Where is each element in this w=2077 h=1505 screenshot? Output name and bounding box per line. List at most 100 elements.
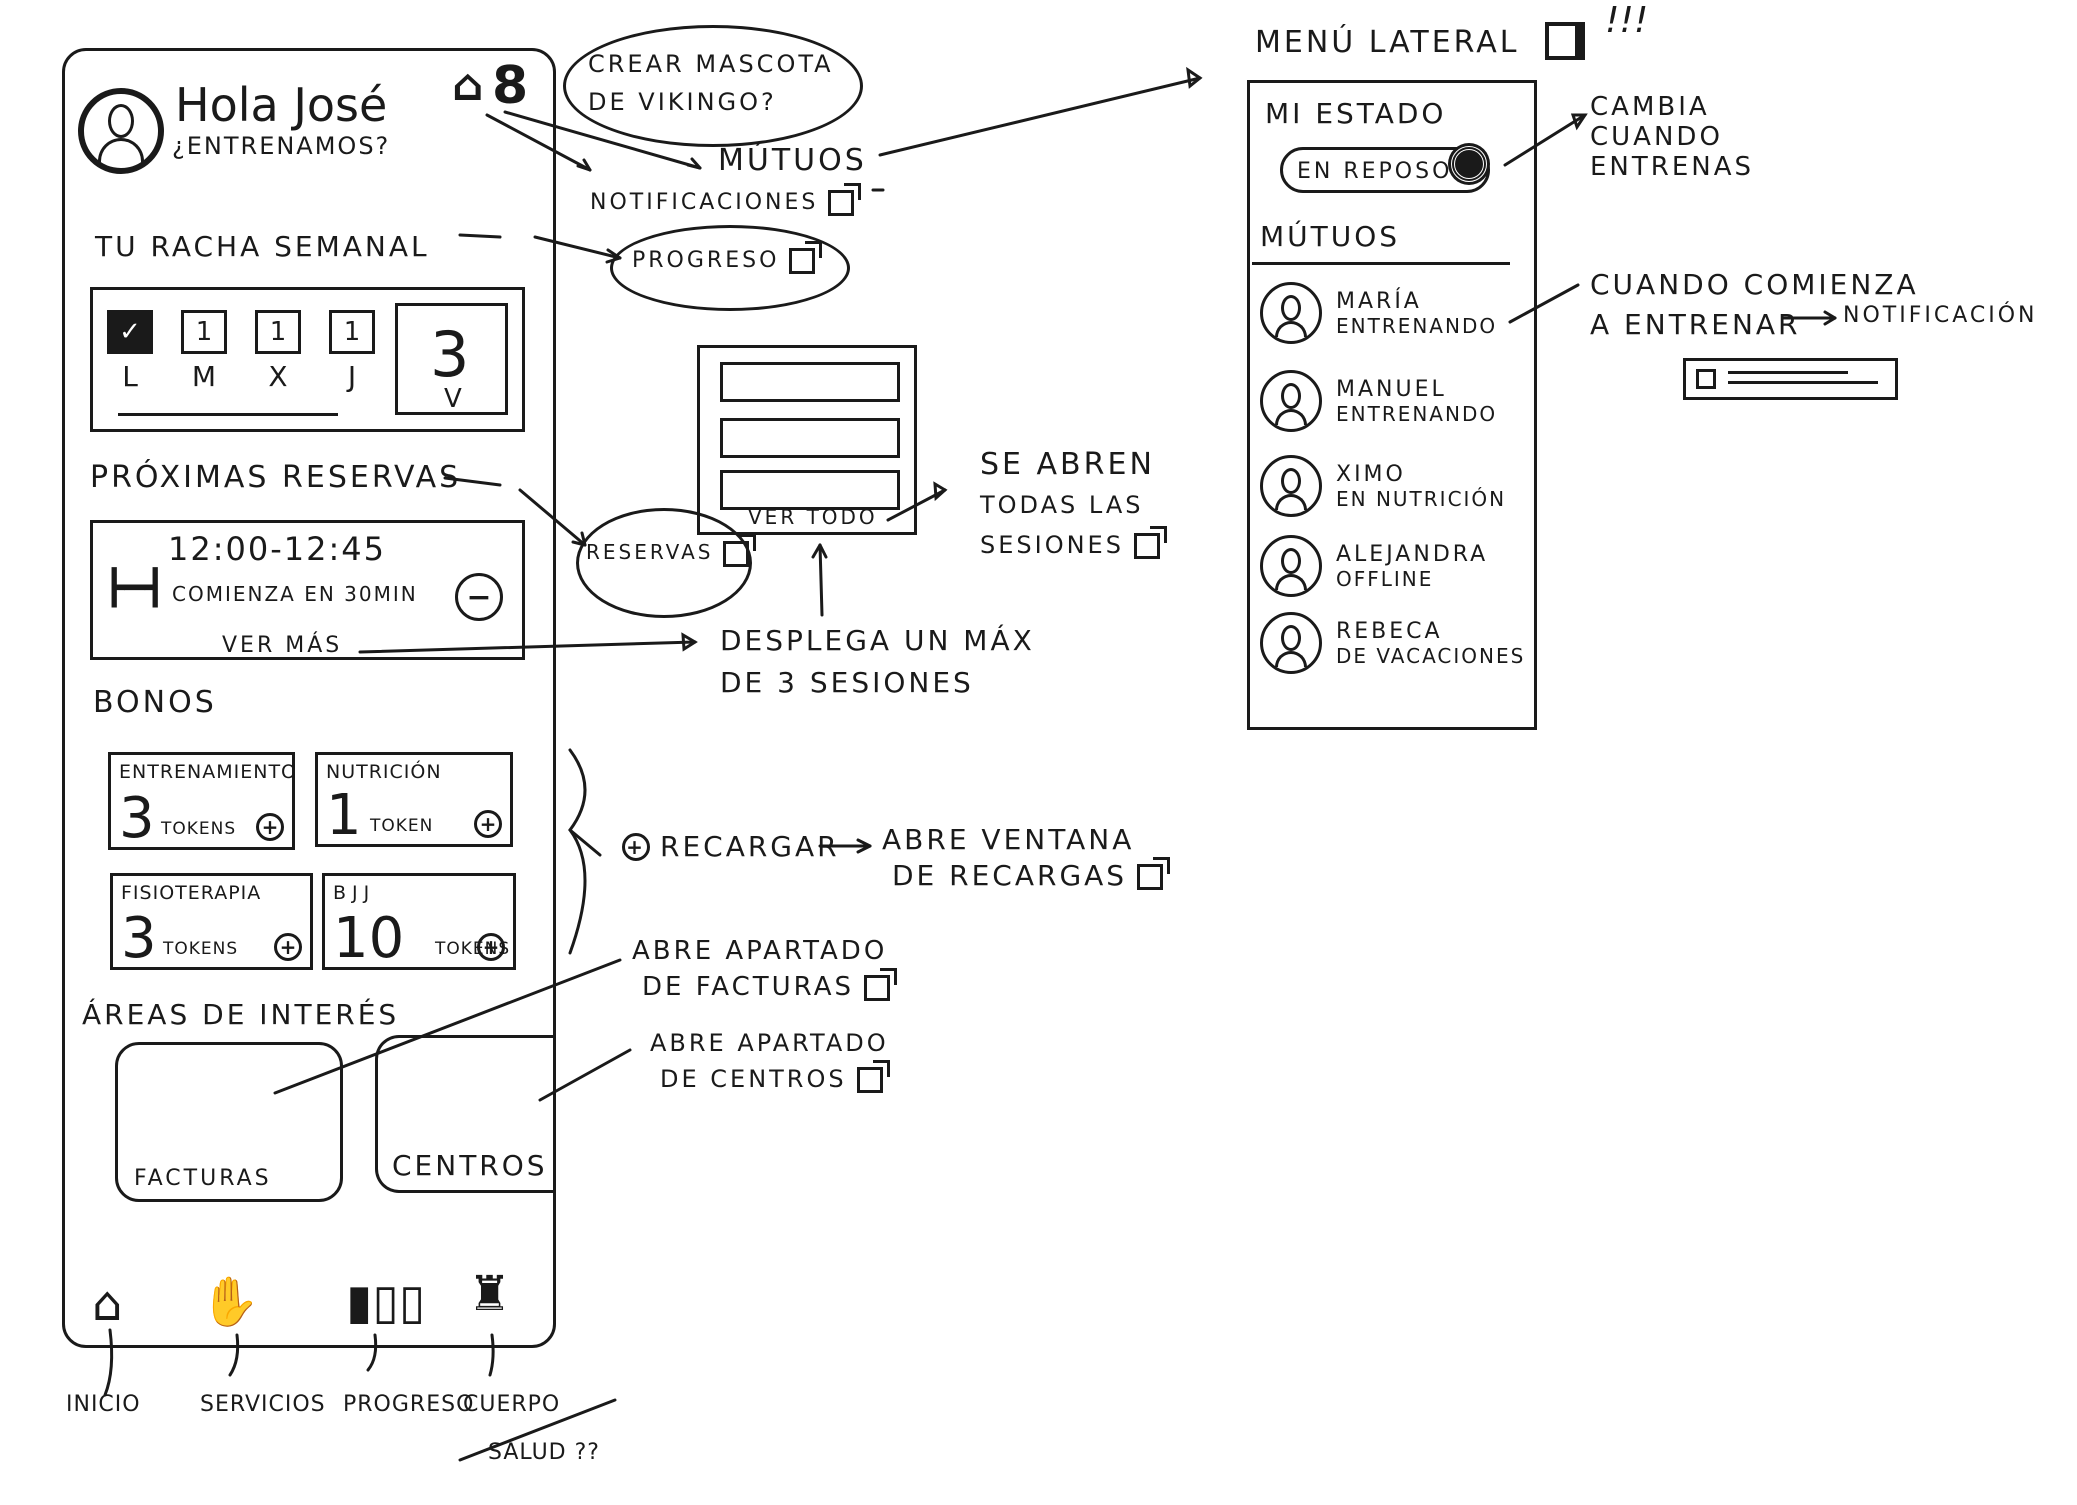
- mutuos-note: MÚTUOS: [718, 143, 867, 178]
- contact-name: ALEJANDRA: [1336, 541, 1489, 567]
- progreso-note-bubble: [610, 225, 850, 311]
- area-card-centros[interactable]: CENTROS: [375, 1035, 556, 1193]
- ver-todo-link[interactable]: VER TODO: [748, 505, 878, 529]
- contact-status: ENTRENANDO: [1336, 313, 1498, 338]
- state-knob: [1451, 146, 1487, 182]
- session-row: [720, 418, 900, 458]
- mutuos-title: MÚTUOS: [1260, 220, 1401, 253]
- reservation-card[interactable]: [90, 520, 525, 660]
- bonos-title: BONOS: [93, 685, 217, 720]
- side-menu-panel: [1247, 80, 1537, 730]
- reservas-note: RESERVAS: [586, 533, 757, 567]
- recharge-plus-button[interactable]: +: [274, 933, 302, 961]
- side-menu-title: MENÚ LATERAL: [1255, 25, 1520, 60]
- phone-frame: [62, 48, 556, 1348]
- greeting: Hola José: [175, 78, 388, 132]
- bono-card-fisioterapia[interactable]: FISIOTERAPIA 3 TOKENS +: [110, 873, 313, 970]
- notification-sketch: [1683, 358, 1898, 400]
- week-counter: 3 V: [395, 303, 508, 415]
- home-icon[interactable]: ⌂: [92, 1276, 123, 1332]
- areas-title: ÁREAS DE INTERÉS: [82, 998, 400, 1031]
- reservation-time: 12:00-12:45: [168, 530, 386, 568]
- ver-mas-link[interactable]: VER MÁS: [222, 633, 343, 658]
- contact-avatar: [1260, 370, 1322, 432]
- bono-card-entrenamiento[interactable]: ENTRENAMIENTO 3 TOKENS +: [108, 752, 296, 850]
- reservation-starts: COMIENZA EN 30MIN: [172, 582, 418, 606]
- recharge-plus-button[interactable]: +: [474, 810, 502, 838]
- streak-day-label: X: [268, 360, 288, 393]
- recharge-plus-button[interactable]: +: [477, 933, 505, 961]
- nav-label-progreso: PROGRESO: [343, 1392, 475, 1417]
- plus-circle-icon: +: [622, 832, 650, 861]
- handshake-icon[interactable]: ✋: [200, 1274, 260, 1330]
- contact-avatar: [1260, 535, 1322, 597]
- my-state-title: MI ESTADO: [1265, 97, 1447, 130]
- mascot-note: CREAR MASCOTA DE VIKINGO?: [588, 50, 834, 116]
- streak-card[interactable]: [90, 287, 525, 432]
- despliega-note: DESPLEGA UN MÁX DE 3 SESIONES: [720, 624, 1035, 699]
- contact-name: REBECA: [1336, 618, 1443, 644]
- notificaciones-note: NOTIFICACIONES: [590, 183, 862, 216]
- body-icon[interactable]: ♜: [468, 1266, 512, 1322]
- side-menu-exclaim: !!!: [1605, 0, 1649, 41]
- notifications-bell-icon[interactable]: 8: [492, 56, 529, 116]
- mutuos-icon[interactable]: ⌂: [452, 60, 484, 111]
- external-link-icon: [1137, 857, 1171, 890]
- streak-day-label: M: [191, 360, 217, 393]
- mascot-note-bubble: [563, 25, 863, 147]
- contact-avatar: [1260, 282, 1322, 344]
- checkmark-icon: ✓: [107, 310, 153, 354]
- cuando-notificacion-note: NOTIFICACIÓN: [1843, 303, 2038, 328]
- abre-facturas-note: ABRE APARTADO DE FACTURAS: [632, 933, 897, 1005]
- contact-avatar: [1260, 455, 1322, 517]
- contact-name: MARÍA: [1336, 288, 1422, 314]
- progreso-note: PROGRESO: [632, 241, 823, 274]
- contact-status: ENTRENANDO: [1336, 401, 1498, 426]
- notification-icon: [1696, 369, 1716, 389]
- recharge-plus-button[interactable]: +: [256, 813, 284, 841]
- external-link-icon: [828, 183, 862, 216]
- nav-label-servicios: SERVICIOS: [200, 1392, 326, 1417]
- state-value: EN REPOSO: [1297, 159, 1453, 184]
- week-count: 3: [430, 318, 470, 391]
- se-abren-note: SE ABREN TODAS LAS SESIONES: [980, 445, 1167, 565]
- dumbbell-icon: ┣━┫: [104, 568, 166, 608]
- contact-name: MANUEL: [1336, 376, 1447, 402]
- cambia-note: CAMBIA CUANDO ENTRENAS: [1590, 92, 1754, 182]
- streak-title: TU RACHA SEMANAL: [95, 230, 430, 263]
- cancel-reservation-button[interactable]: −: [455, 573, 503, 621]
- streak-underline: [118, 413, 338, 416]
- session-row: [720, 362, 900, 402]
- external-link-icon: [789, 241, 823, 274]
- abre-centros-note: ABRE APARTADO DE CENTROS: [650, 1029, 890, 1093]
- streak-day-label: J: [347, 360, 357, 393]
- avatar[interactable]: [78, 88, 164, 174]
- sessions-list-sketch: [697, 345, 917, 535]
- contact-name: XIMO: [1336, 461, 1406, 487]
- mutuos-divider: [1252, 262, 1510, 265]
- contact-status: DE VACACIONES: [1336, 643, 1526, 668]
- bar-chart-icon[interactable]: ▮▯▯: [346, 1274, 426, 1330]
- external-link-icon: [723, 533, 757, 567]
- external-link-icon: [856, 1060, 890, 1093]
- bono-card-nutricion[interactable]: NUTRICIÓN 1 TOKEN +: [315, 752, 513, 847]
- abre-ventana-note: ABRE VENTANA DE RECARGAS: [882, 822, 1171, 894]
- streak-day-value: 1: [329, 310, 375, 354]
- cuando-note: CUANDO COMIENZA A ENTRENAR: [1590, 268, 1919, 341]
- bono-card-bjj[interactable]: BJJ 10 TOKENS +: [322, 873, 516, 970]
- side-menu-icon: [1545, 22, 1585, 60]
- nav-note-salud: SALUD ??: [488, 1440, 600, 1465]
- state-toggle[interactable]: EN REPOSO: [1280, 146, 1490, 193]
- area-card-facturas[interactable]: FACTURAS: [115, 1042, 343, 1202]
- contact-avatar: [1260, 612, 1322, 674]
